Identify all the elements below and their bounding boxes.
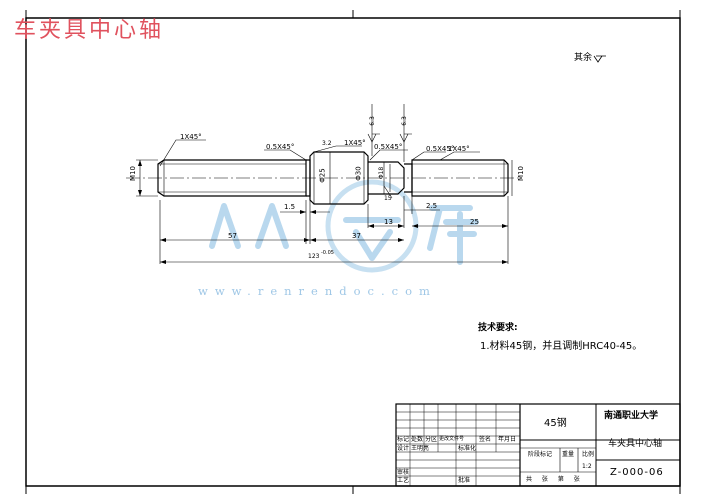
- title-block-lines: [395, 403, 681, 487]
- dim-length-1-5: 1.5: [284, 203, 296, 211]
- process-label: 工艺: [397, 477, 410, 484]
- scale-value: 1:2: [582, 463, 592, 470]
- dim-tolerance: -0.05: [321, 250, 334, 256]
- dimension-arrows: [138, 160, 508, 264]
- dim-length-2-5: 2.5: [426, 202, 438, 210]
- dim-diameter-neck: Φ18: [378, 166, 386, 180]
- rev-col-zone: 分区: [425, 436, 438, 443]
- review-label: 审核: [397, 469, 410, 476]
- dim-chamfer-1: 0.5X45°: [266, 143, 295, 151]
- dim-chamfer-5: 1X45°: [448, 145, 470, 153]
- dim-length-37: 37: [352, 232, 361, 240]
- standard-label: 标准化: [458, 445, 477, 452]
- dim-chamfer-2: 1X45°: [344, 139, 366, 147]
- dim-radius: 15: [384, 195, 392, 202]
- school-name: 南通职业大学: [604, 411, 659, 421]
- roughness-symbol: [593, 55, 606, 63]
- dim-chamfer-left: 1X45°: [180, 133, 202, 141]
- border-frame: [25, 17, 681, 487]
- dim-thread-left: M10: [128, 166, 137, 181]
- dim-chamfer-3: 0.5X45°: [374, 143, 403, 151]
- dim-length-total: 123: [308, 253, 320, 260]
- rev-col-sign: 签名: [479, 436, 492, 443]
- rev-col-file: 更改文件号: [439, 436, 465, 442]
- material-label: 45钢: [544, 418, 567, 429]
- dim-groove: 3.2: [322, 140, 332, 147]
- scale-label: 比例: [582, 451, 595, 458]
- dim-diameter-shoulder: Φ25: [318, 168, 327, 183]
- dim-chamfer-4: 0.5X45°: [426, 145, 455, 153]
- part-name: 车夹具中心轴: [608, 439, 663, 449]
- design-label: 设计: [397, 445, 410, 452]
- tech-req-item-1: 1.材料45钢，并且调制HRC40-45。: [480, 341, 643, 352]
- sheets-label: 共 张 第 张: [526, 476, 584, 483]
- dim-roughness-a: 6.3: [368, 116, 376, 126]
- drawing-title: 车夹具中心轴: [14, 18, 165, 43]
- rev-col-date: 年月日: [498, 436, 517, 443]
- dim-length-57: 57: [228, 232, 237, 240]
- weight-label: 重量: [562, 451, 575, 458]
- approve-label: 批准: [458, 477, 471, 484]
- roughness-note: 其余: [574, 53, 593, 63]
- dim-diameter-mid: Φ30: [354, 166, 363, 181]
- dim-length-13: 13: [384, 218, 393, 226]
- drawing-number: Z-000-06: [610, 467, 664, 478]
- stage-label: 阶段标记: [528, 451, 553, 458]
- design-person: 王明亮: [411, 445, 430, 452]
- dim-thread-right: M10: [516, 166, 525, 181]
- dimension-lines: [136, 104, 513, 264]
- rev-col-count: 处数: [411, 436, 424, 443]
- dim-roughness-b: 6.3: [400, 116, 408, 126]
- watermark-url: www.renrendoc.com: [198, 284, 437, 298]
- tech-req-heading: 技术要求:: [478, 323, 518, 333]
- dim-length-25: 25: [470, 218, 479, 226]
- rev-col-mark: 标记: [397, 436, 410, 443]
